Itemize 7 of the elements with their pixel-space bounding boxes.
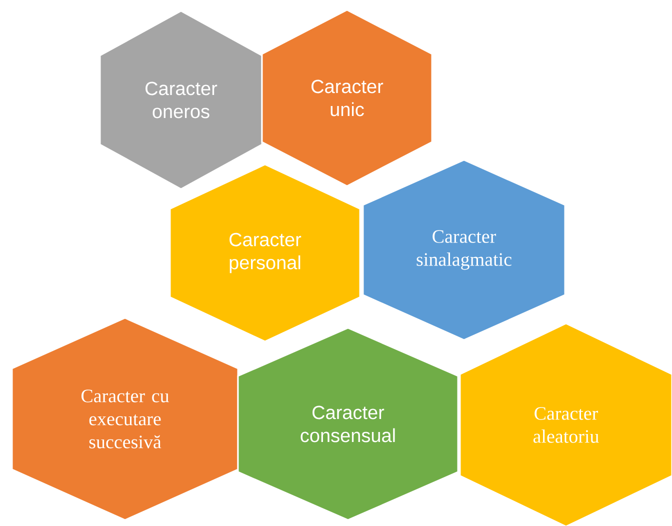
hexagon: Caracter aleatoriu (459, 322, 672, 526)
hexagon: Caracter unic (261, 9, 433, 187)
hexagon: Caracter personal (169, 164, 361, 342)
hexagon: Caracter oneros (99, 10, 263, 190)
hexagon: Caracter cu executare succesivă (11, 317, 239, 521)
hexagon: Caracter sinalagmatic (362, 159, 566, 341)
hexagon: Caracter consensual (237, 327, 459, 521)
